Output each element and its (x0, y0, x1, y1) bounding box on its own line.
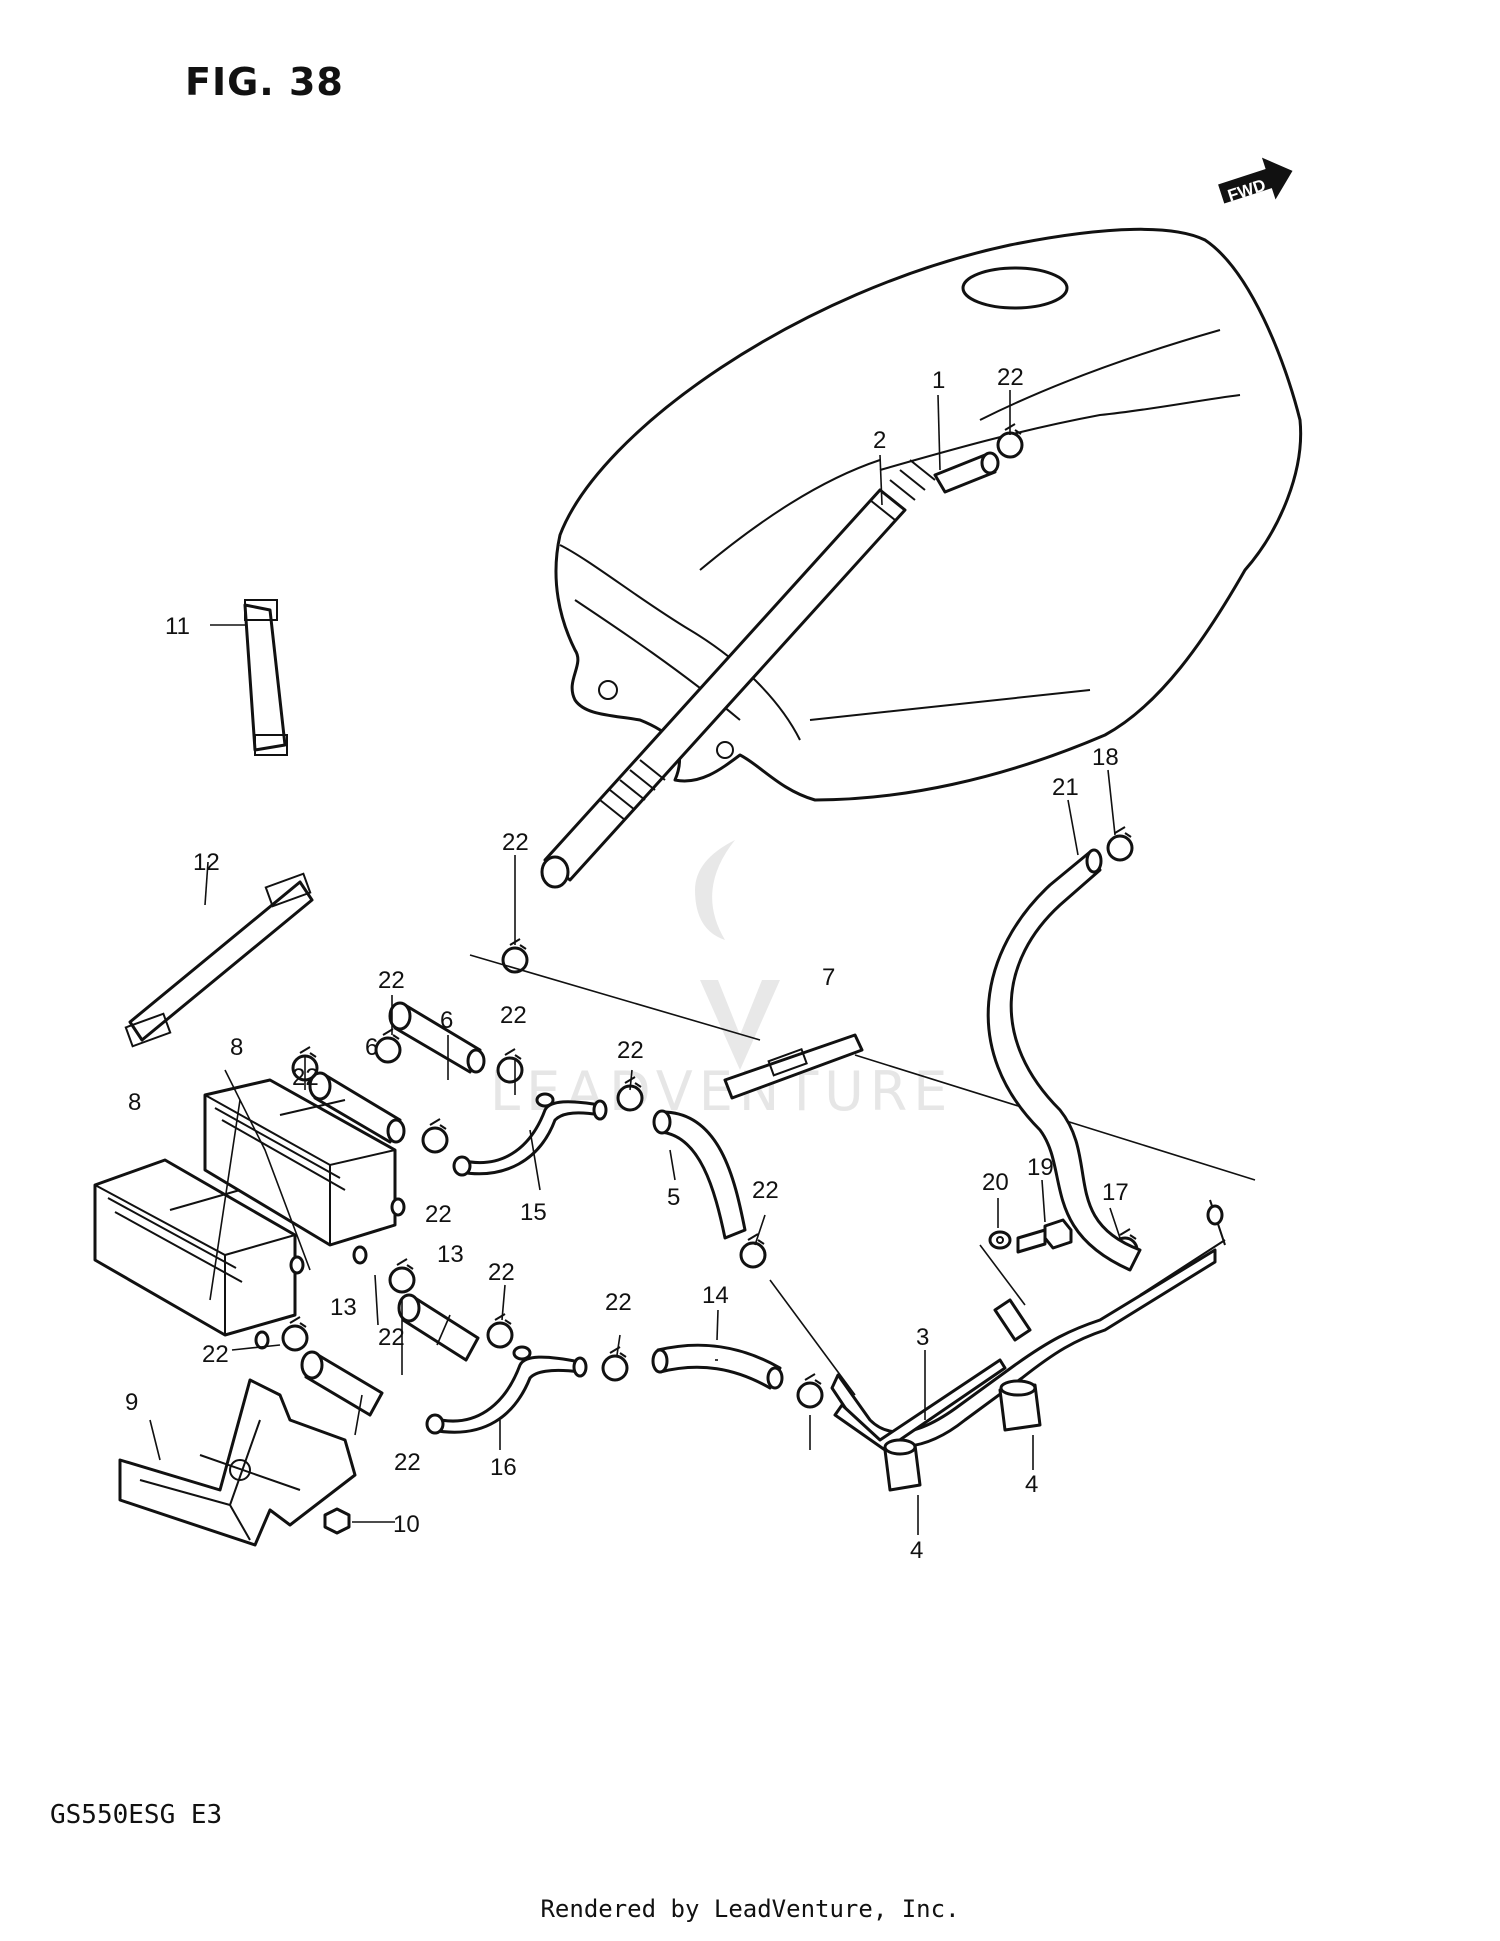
clamp-22-icon (388, 1258, 416, 1294)
callout-1: 1 (932, 367, 945, 394)
clamp-22-icon (796, 1373, 824, 1409)
callout-6: 6 (365, 1034, 378, 1061)
clamp-22-icon (496, 1048, 524, 1084)
part-19-bolt (1016, 1218, 1073, 1254)
part-5-hose (652, 1109, 747, 1240)
part-9-bracket (118, 1378, 357, 1547)
render-credit: Rendered by LeadVenture, Inc. (540, 1895, 960, 1923)
callout-22: 22 (605, 1289, 632, 1316)
callout-19: 19 (1027, 1154, 1054, 1181)
callout-18: 18 (1092, 744, 1119, 771)
part-20-washer (988, 1230, 1012, 1250)
callout-21: 21 (1052, 774, 1079, 801)
part-11-strap (243, 599, 288, 756)
clamp-22-icon (421, 1118, 449, 1154)
callout-15: 15 (520, 1199, 547, 1226)
callout-22: 22 (378, 967, 405, 994)
callout-2: 2 (873, 427, 886, 454)
callout-7: 7 (822, 964, 835, 991)
callout-22: 22 (292, 1064, 319, 1091)
callout-3: 3 (916, 1324, 929, 1351)
clamp-22-icon (281, 1316, 309, 1352)
part-8-canister (203, 1078, 406, 1265)
part-4-grommet (883, 1438, 922, 1492)
callout-22: 22 (502, 829, 529, 856)
callout-14: 14 (702, 1282, 729, 1309)
callout-22: 22 (997, 364, 1024, 391)
clamp-18-icon (1106, 826, 1134, 862)
part-6-hose (388, 1001, 486, 1074)
callout-17: 17 (1102, 1179, 1129, 1206)
callout-16: 16 (490, 1454, 517, 1481)
callout-13: 13 (437, 1241, 464, 1268)
callout-11: 11 (165, 613, 190, 640)
callout-8: 8 (230, 1034, 243, 1061)
part-21-hose (986, 848, 1142, 1272)
callout-9: 9 (125, 1389, 138, 1416)
callout-22: 22 (617, 1037, 644, 1064)
callout-22: 22 (500, 1002, 527, 1029)
clamp-22-icon (739, 1233, 767, 1269)
part-6-hose (308, 1071, 406, 1144)
part-1-hose (933, 451, 1000, 494)
part-16-hose (425, 1345, 588, 1435)
callout-20: 20 (982, 1169, 1009, 1196)
callout-labels: 1 2 3 4 4 5 6 6 7 8 8 9 10 11 12 13 13 1… (125, 364, 1129, 1564)
part-8-canister (93, 1158, 305, 1350)
callout-10: 10 (393, 1511, 420, 1538)
clamp-22-icon (616, 1076, 644, 1112)
callout-22: 22 (752, 1177, 779, 1204)
callout-12: 12 (193, 849, 220, 876)
part-10-nut (323, 1507, 351, 1535)
part-7-clip (723, 1033, 864, 1100)
fwd-arrow-icon: FWD (1218, 157, 1293, 205)
part-4-grommet (998, 1379, 1042, 1432)
callout-22: 22 (378, 1324, 405, 1351)
clamp-22-icon (601, 1346, 629, 1382)
callout-13: 13 (330, 1294, 357, 1321)
part-2-hose (540, 459, 936, 889)
part-15-hose (452, 1092, 608, 1177)
callout-4: 4 (1025, 1471, 1038, 1498)
part-13-hose (300, 1350, 384, 1417)
clamp-22-icon (996, 423, 1024, 459)
leader-lines (149, 390, 1121, 1535)
callout-4: 4 (910, 1537, 923, 1564)
fwd-label: FWD (1225, 175, 1268, 205)
callout-22: 22 (202, 1341, 229, 1368)
clamp-22-icon (486, 1313, 514, 1349)
model-code: GS550ESG E3 (50, 1800, 223, 1830)
clamp-22-icon (374, 1028, 402, 1064)
callout-22: 22 (394, 1449, 421, 1476)
callout-22: 22 (488, 1259, 515, 1286)
callout-6: 6 (440, 1007, 453, 1034)
part-13-hose (397, 1293, 480, 1362)
figure-title: FIG. 38 (185, 60, 344, 104)
part-14-hose (651, 1343, 784, 1390)
callout-22: 22 (425, 1201, 452, 1228)
fuel-tank (554, 227, 1303, 802)
callout-5: 5 (667, 1184, 680, 1211)
callout-8: 8 (128, 1089, 141, 1116)
part-12-strap (124, 872, 314, 1048)
